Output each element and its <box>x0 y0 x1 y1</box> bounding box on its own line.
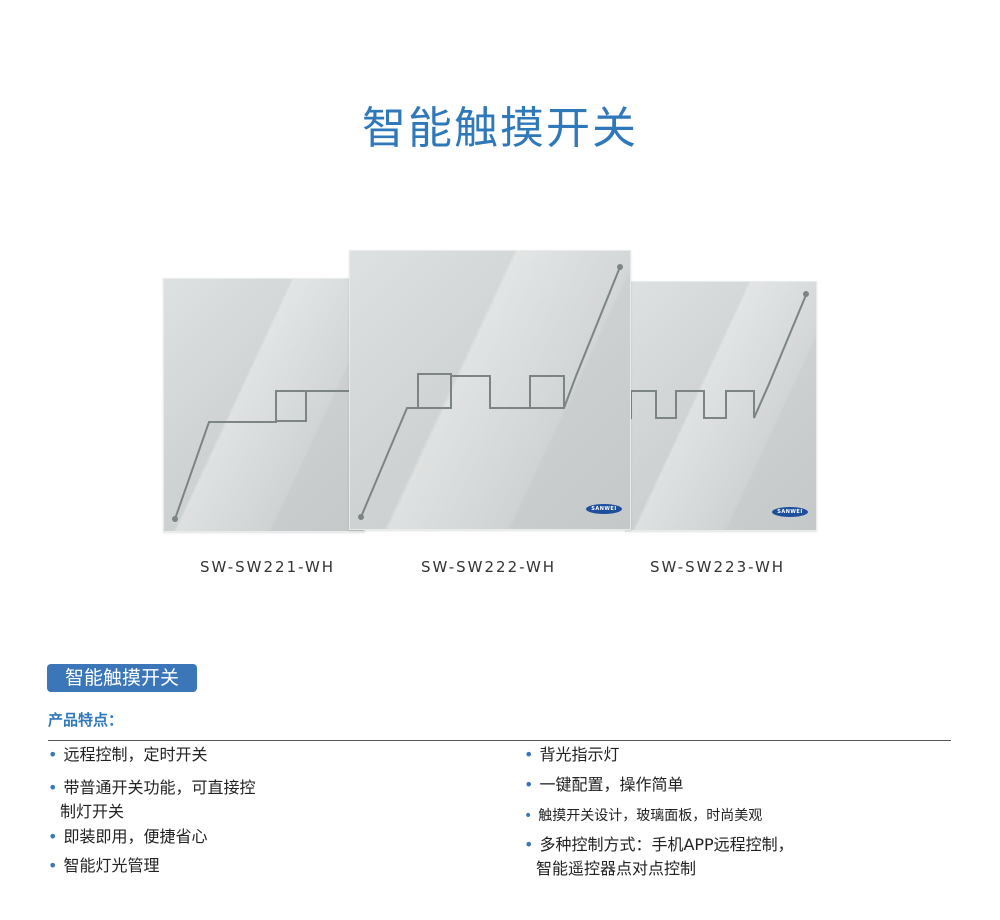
brand-logo: SANWEI <box>586 504 622 514</box>
circuit-line-icon <box>358 264 623 520</box>
divider <box>48 740 951 741</box>
switch-panel-single <box>163 278 365 532</box>
bullet-icon: • <box>524 775 534 794</box>
model-label-sw223: SW-SW223-WH <box>650 558 786 576</box>
section-badge: 智能触摸开关 <box>47 664 197 692</box>
page-title: 智能触摸开关 <box>362 103 638 154</box>
bullet-icon: • <box>524 745 534 764</box>
feature-item: • 远程控制，定时开关 <box>48 743 207 767</box>
bullet-icon: • <box>524 835 534 854</box>
glass-glare <box>164 279 364 531</box>
feature-item: • 背光指示灯 <box>524 743 619 767</box>
circuit-line-icon <box>626 291 809 419</box>
bullet-icon: • <box>48 827 58 846</box>
feature-item: • 一键配置，操作简单 <box>524 773 683 797</box>
feature-item: • 即装即用，便捷省心 <box>48 825 207 849</box>
feature-text: 一键配置，操作简单 <box>539 775 684 794</box>
circuit-line-icon <box>172 390 364 522</box>
glass-glare <box>626 282 816 530</box>
bullet-icon: • <box>524 808 533 824</box>
feature-text: 带普通开关功能，可直接控 <box>63 778 256 797</box>
feature-item: • 智能灯光管理 <box>48 854 159 878</box>
bullet-icon: • <box>48 745 58 764</box>
switch-panel-triple: SANWEI <box>625 281 817 531</box>
model-label-sw222: SW-SW222-WH <box>421 558 557 576</box>
feature-text-continued: 制灯开关 <box>60 802 125 821</box>
feature-item: • 多种控制方式：手机APP远程控制， 智能遥控器点对点控制 <box>524 833 794 881</box>
brand-logo: SANWEI <box>772 507 808 517</box>
feature-item: • 触摸开关设计，玻璃面板，时尚美观 <box>524 804 762 828</box>
bullet-icon: • <box>48 778 58 797</box>
feature-text: 多种控制方式：手机APP远程控制， <box>539 835 794 854</box>
feature-text: 背光指示灯 <box>539 745 620 764</box>
bullet-icon: • <box>48 856 58 875</box>
feature-item: • 带普通开关功能，可直接控 制灯开关 <box>48 776 255 824</box>
feature-text: 远程控制，定时开关 <box>63 745 208 764</box>
feature-text: 即装即用，便捷省心 <box>63 827 208 846</box>
feature-text: 触摸开关设计，玻璃面板，时尚美观 <box>538 808 763 824</box>
feature-text: 智能灯光管理 <box>63 856 160 875</box>
feature-text-continued: 智能遥控器点对点控制 <box>536 859 697 878</box>
switch-panel-double: SANWEI <box>349 250 631 530</box>
model-label-sw221: SW-SW221-WH <box>200 558 336 576</box>
features-heading: 产品特点： <box>48 711 124 729</box>
